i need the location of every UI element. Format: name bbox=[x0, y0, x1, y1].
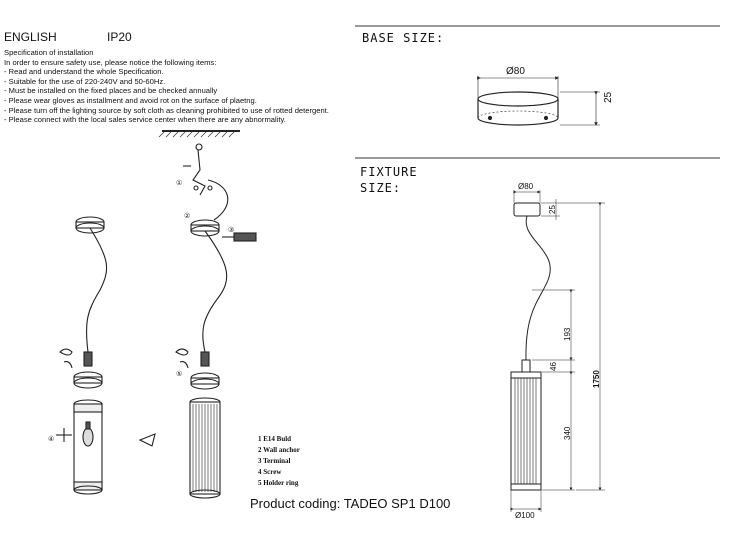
bottom-diameter-label: Ø100 bbox=[515, 511, 535, 520]
callout-number: ③ bbox=[228, 226, 234, 234]
callout-number: ⑤ bbox=[176, 370, 182, 378]
spec-item: - Read and understand the whole Specific… bbox=[4, 67, 164, 77]
base-ring-drawing bbox=[477, 76, 600, 126]
legend-item: 5 Holder ring bbox=[258, 479, 299, 487]
shade-height-label: 340 bbox=[563, 426, 572, 440]
parts-legend: 1 E14 Buld 2 Wall anchor 3 Terminal 4 Sc… bbox=[258, 434, 300, 489]
installation-specification: Specification of installation In order t… bbox=[4, 48, 384, 125]
total-height-label: 1750 bbox=[592, 370, 601, 388]
canopy-height-label: 25 bbox=[548, 205, 557, 214]
language-label: ENGLISH bbox=[4, 30, 57, 44]
callout-number: ② bbox=[184, 212, 190, 220]
spec-title: Specification of installation bbox=[4, 48, 94, 57]
fixture-dimension-drawing bbox=[510, 190, 605, 512]
base-height-label: 25 bbox=[603, 91, 614, 103]
callout-number: ④ bbox=[48, 435, 54, 443]
installation-figure-left bbox=[56, 216, 108, 495]
callout-number: ① bbox=[176, 179, 182, 187]
spec-intro: In order to ensure safety use, please no… bbox=[4, 57, 217, 67]
legend-item: 1 E14 Buld bbox=[258, 435, 292, 443]
base-size-title: BASE SIZE: bbox=[362, 31, 445, 45]
spec-item: - Suitable for the use of 220-240V and 5… bbox=[4, 76, 166, 86]
spec-item: - Must be installed on the fixed places … bbox=[4, 86, 218, 96]
spec-item: - Please connect with the local sales se… bbox=[4, 115, 286, 125]
spec-item: - Please turn off the lighting source by… bbox=[4, 105, 329, 115]
ip-rating-label: IP20 bbox=[107, 30, 132, 44]
holder-height-label: 46 bbox=[549, 362, 558, 371]
installation-figure-middle bbox=[138, 130, 257, 499]
legend-item: 3 Terminal bbox=[258, 457, 291, 465]
spec-item: - Please wear gloves as installment and … bbox=[4, 95, 257, 105]
fixture-size-title-line2: SIZE: bbox=[360, 181, 402, 195]
legend-item: 2 Wall anchor bbox=[258, 446, 300, 454]
fixture-size-title-line1: FIXTURE bbox=[360, 165, 418, 179]
top-diameter-label: Ø80 bbox=[518, 182, 534, 191]
product-coding: Product coding: TADEO SP1 D100 bbox=[250, 496, 451, 511]
base-diameter-label: Ø80 bbox=[506, 66, 525, 77]
legend-item: 4 Screw bbox=[258, 468, 282, 476]
cable-length-label: 193 bbox=[563, 327, 572, 341]
